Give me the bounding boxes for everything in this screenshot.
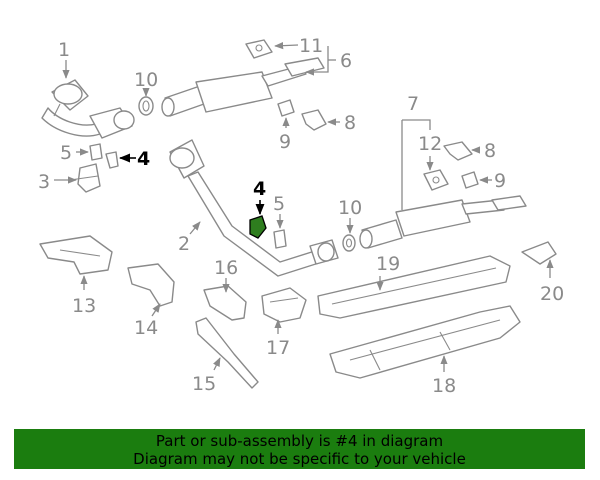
callout-17: 17 bbox=[266, 337, 290, 359]
heat-shield-19[interactable] bbox=[317, 255, 511, 319]
callout-8-right: 8 bbox=[484, 140, 496, 162]
heat-shield-18[interactable] bbox=[329, 305, 521, 379]
callout-19: 19 bbox=[376, 253, 400, 275]
callout-2: 2 bbox=[178, 233, 190, 255]
gasket-10-top[interactable] bbox=[138, 96, 154, 116]
callout-18: 18 bbox=[432, 375, 456, 397]
gasket-10-right[interactable] bbox=[342, 234, 356, 252]
leader-14 bbox=[151, 303, 161, 317]
callout-12: 12 bbox=[418, 133, 442, 155]
callout-4-center: 4 bbox=[253, 178, 266, 200]
hanger-11-top[interactable] bbox=[245, 39, 273, 59]
callout-11: 11 bbox=[299, 35, 323, 57]
bracket-8-right[interactable] bbox=[443, 141, 473, 161]
callout-9-right: 9 bbox=[494, 170, 506, 192]
leader-2 bbox=[189, 221, 201, 235]
clamp-5-center[interactable] bbox=[273, 229, 287, 249]
bracket-4-left[interactable] bbox=[105, 151, 119, 169]
heat-shield-20[interactable] bbox=[521, 241, 557, 265]
exhaust-parts-diagram: 1 10 11 6 9 8 5 4 3 2 4 5 10 7 12 8 9 13… bbox=[38, 35, 564, 397]
part-info-banner: Part or sub-assembly is #4 in diagram Di… bbox=[14, 429, 585, 469]
plate-9-top[interactable] bbox=[277, 99, 295, 117]
heat-shield-14[interactable] bbox=[127, 263, 175, 307]
callout-20: 20 bbox=[540, 283, 564, 305]
muffler-assembly-6[interactable] bbox=[161, 57, 325, 117]
callout-5-left: 5 bbox=[60, 142, 72, 164]
callout-15: 15 bbox=[192, 373, 216, 395]
callout-14: 14 bbox=[134, 317, 158, 339]
callout-1: 1 bbox=[58, 39, 70, 61]
heat-shield-16[interactable] bbox=[203, 285, 247, 321]
heat-shield-15[interactable] bbox=[195, 317, 259, 389]
bracket-8-top[interactable] bbox=[301, 109, 327, 131]
banner-line-2: Diagram may not be specific to your vehi… bbox=[133, 450, 466, 468]
heat-shield-13[interactable] bbox=[39, 235, 113, 275]
plate-9-right[interactable] bbox=[461, 171, 479, 189]
leader-11 bbox=[274, 42, 299, 50]
intermediate-pipe-2[interactable] bbox=[169, 139, 339, 277]
banner-line-1: Part or sub-assembly is #4 in diagram bbox=[155, 432, 444, 450]
mount-bracket-3[interactable] bbox=[69, 163, 101, 193]
callout-10-top: 10 bbox=[134, 69, 158, 91]
leader-15 bbox=[213, 357, 221, 371]
callout-5-center: 5 bbox=[273, 193, 285, 215]
front-pipe-converter-1[interactable] bbox=[41, 79, 135, 139]
hanger-12[interactable] bbox=[423, 169, 449, 191]
clamp-5-left[interactable] bbox=[89, 143, 103, 161]
heat-shield-17[interactable] bbox=[261, 287, 307, 323]
callout-6: 6 bbox=[340, 50, 352, 72]
callout-3: 3 bbox=[38, 171, 50, 193]
muffler-assembly-7[interactable] bbox=[359, 195, 527, 249]
leader-6 bbox=[305, 46, 329, 76]
bracket-4-center[interactable] bbox=[249, 215, 267, 239]
leader-7 bbox=[401, 119, 431, 210]
callout-4-left: 4 bbox=[137, 148, 150, 170]
callout-8-top: 8 bbox=[344, 112, 356, 134]
callout-9-top: 9 bbox=[279, 131, 291, 153]
callout-7: 7 bbox=[407, 93, 419, 115]
callout-10-right: 10 bbox=[338, 197, 362, 219]
callout-16: 16 bbox=[214, 257, 238, 279]
callout-13: 13 bbox=[72, 295, 96, 317]
